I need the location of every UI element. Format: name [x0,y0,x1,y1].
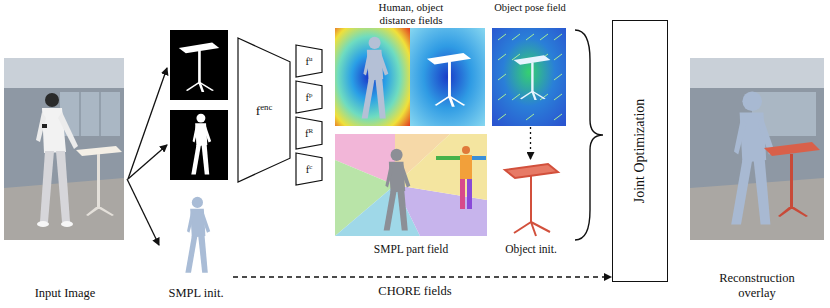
symbol-label: fenc [237,102,291,118]
function-name: f [305,55,309,67]
image-panel: SMPL init. [160,190,232,300]
dashed-arrow [530,127,531,159]
trapezoid-outline [295,80,323,114]
function-superscript: p [309,91,312,99]
function-superscript: R [308,127,313,135]
symbol-label: fu [295,55,323,67]
panel-caption: Human, object distance fields [365,1,457,26]
arrow [127,179,159,245]
symbol-label: fc [295,163,323,175]
function-name: f [256,103,261,118]
image-panel: Input Image [4,58,126,300]
trapezoid-path [296,45,322,77]
symbol-label: fR [295,127,323,139]
decoder-block: fc [295,152,323,186]
image-panel: SMPL part field [335,134,487,256]
decoder-block: fp [295,80,323,114]
function-name: f [305,127,309,139]
trapezoid-outline [295,152,323,186]
box-label: Joint Optimization [632,99,648,204]
trapezoid-path [296,117,322,149]
section-label: CHORE fields [340,284,490,298]
panel-caption: Reconstruction overlay [707,271,807,300]
decoder-block: fR [295,116,323,150]
image-panel: Reconstruction overlay [688,58,826,300]
process-box: Joint Optimization [612,20,668,282]
function-superscript: c [309,163,312,171]
encoder-block: fenc [237,37,291,183]
panel-caption: SMPL part field [335,243,487,256]
function-superscript: u [309,55,312,63]
decoder-block: fu [295,44,323,78]
symbol-label: fp [295,91,323,103]
image-panel: Object init. [494,160,568,256]
function-name: f [305,91,309,103]
image-panel: Object pose field [488,2,572,126]
image-panel: Human, object distance fields [335,1,487,126]
trapezoid-path [296,153,322,185]
trapezoid-path [238,38,290,182]
function-superscript: enc [260,102,272,112]
panel-caption: SMPL init. [160,286,232,300]
panel-caption: Object init. [494,243,568,256]
trapezoid-outline [295,44,323,78]
panel-caption: Input Image [4,286,126,300]
function-name: f [306,163,310,175]
trapezoid-path [296,81,322,113]
dashed-arrow [233,276,611,277]
panel-caption: Object pose field [488,2,572,14]
